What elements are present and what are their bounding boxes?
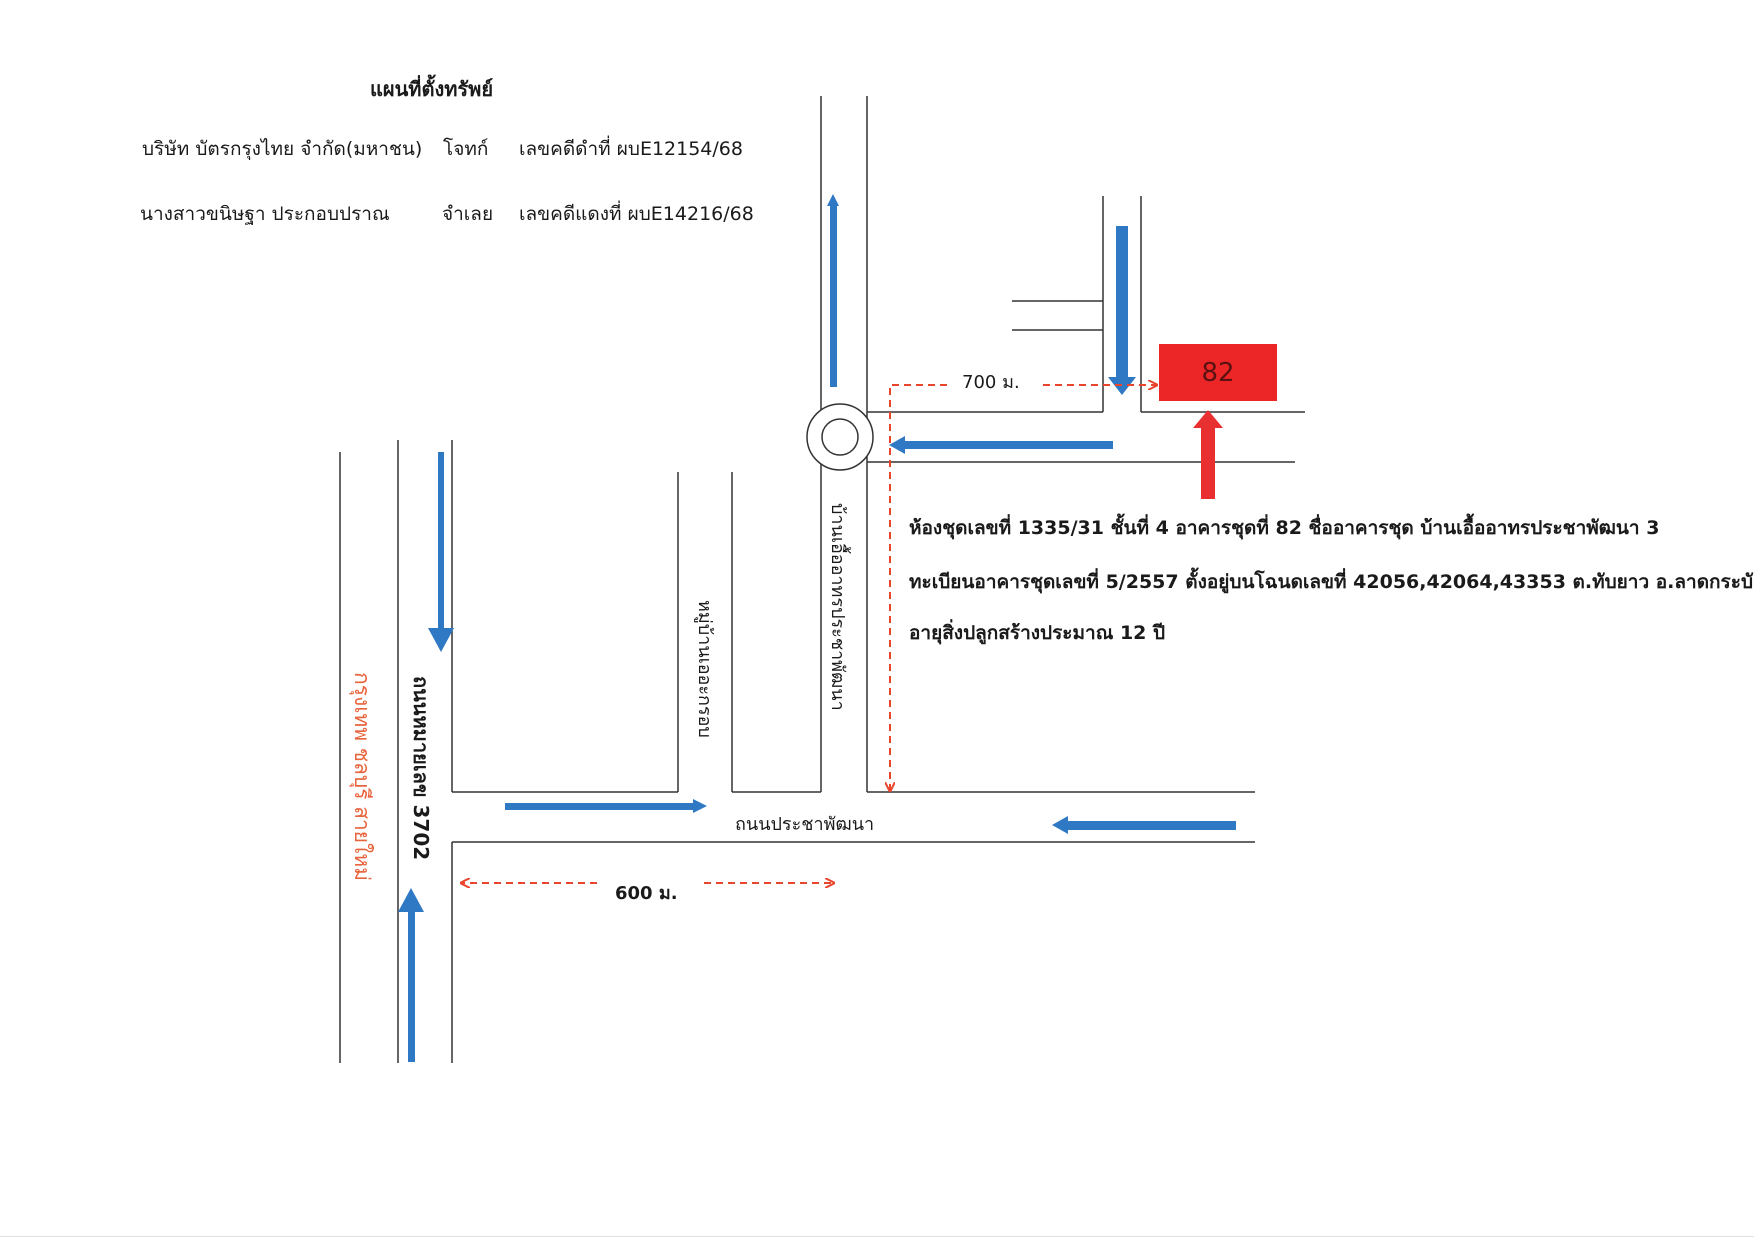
arrow-up-highway (398, 888, 424, 1062)
plaintiff-name: บริษัท บัตรกรุงไทย จำกัด(มหาชน) (142, 138, 423, 160)
property-description-line-2: ทะเบียนอาคารชุดเลขที่ 5/2557 ตั้งอยู่บนโ… (909, 571, 1754, 593)
red-case-number: เลขคดีแดงที่ ผบE14216/68 (519, 203, 754, 225)
defendant-name: นางสาวขนิษฐา ประกอบปราณ (140, 203, 390, 225)
defendant-role: จำเลย (442, 203, 494, 225)
arrow-left-main-road (1052, 816, 1236, 834)
distance-600-label: 600 ม. (611, 878, 682, 907)
route-lines (462, 385, 1156, 883)
property-pointer-arrow (1193, 410, 1223, 499)
arrow-down-highway (428, 452, 454, 652)
arrow-up-building-road (827, 194, 839, 387)
black-case-number: เลขคดีดำที่ ผบE12154/68 (519, 138, 743, 160)
highway-label: ถนนหมายเลข 3702 (409, 676, 433, 861)
arrow-left-side-road (889, 436, 1113, 454)
property-description-line-3: อายุสิ่งปลูกสร้างประมาณ 12 ปี (909, 622, 1166, 644)
highway-direction-label: กรุงเทพ ชลบุรี สายใหม่ (350, 672, 374, 882)
map-title: แผนที่ตั้งทรัพย์ (370, 77, 494, 101)
property-description-line-1: ห้องชุดเลขที่ 1335/31 ชั้นที่ 4 อาคารชุด… (909, 517, 1660, 539)
property-building-marker: 82 (1159, 344, 1277, 401)
building-road-label: บ้านเอื้ออาทรประชาพัฒนา (827, 503, 848, 711)
soi-village-label: หมู่บ้านเออะกรอบ (694, 600, 715, 738)
arrow-down-lane (1108, 226, 1136, 395)
roundabout (806, 403, 874, 471)
page-bottom-rule (0, 1236, 1754, 1237)
plaintiff-role: โจทก์ (443, 138, 489, 160)
main-road-label: ถนนประชาพัฒนา (735, 814, 875, 835)
distance-700-label: 700 ม. (958, 367, 1024, 396)
arrow-right-main-road (505, 799, 707, 813)
route-down-to-main-road (890, 384, 947, 790)
traffic-arrows (398, 194, 1236, 1062)
